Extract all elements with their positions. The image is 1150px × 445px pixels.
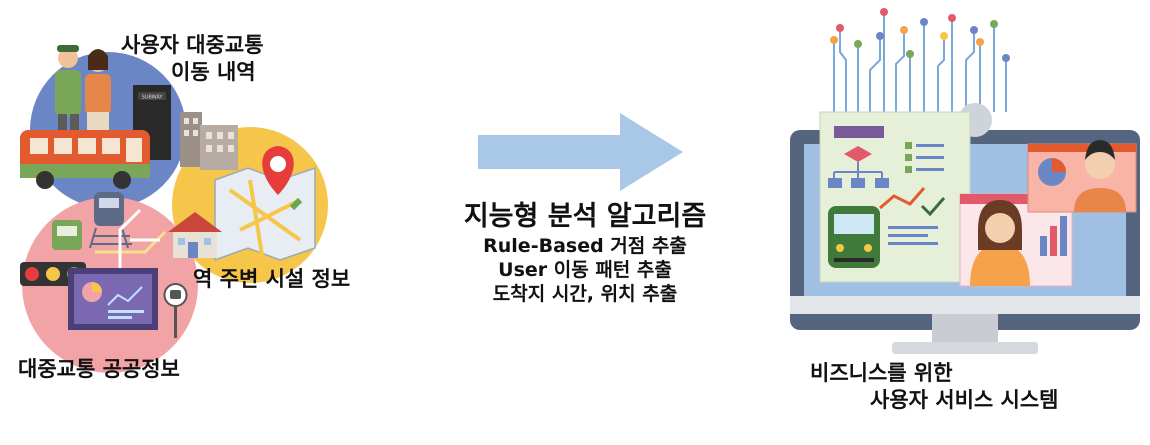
location-pin-icon: [262, 146, 294, 195]
label-user-transit-history: 사용자 대중교통 이동 내역: [121, 32, 264, 86]
algorithm-line-3: 도착지 시간, 위치 추출: [492, 283, 678, 305]
train-icon: [828, 206, 880, 268]
monitor-bezel: [790, 296, 1140, 314]
document-icon: [819, 103, 992, 283]
tram-icon: [52, 220, 82, 250]
label-line-1: 비즈니스를 위한: [810, 361, 953, 385]
label-line-1: 사용자 대중교통: [121, 33, 264, 57]
left-cluster: SUBWAY: [20, 45, 328, 373]
monitor-stand: [892, 342, 1038, 354]
subway-map-icon: [95, 208, 167, 270]
svg-text:SUBWAY: SUBWAY: [142, 95, 164, 101]
computer-illustration: [790, 8, 1140, 354]
label-station-facility-info: 역 주변 시설 정보: [193, 267, 351, 291]
circuit-nodes: [830, 8, 1010, 62]
algorithm-description: 지능형 분석 알고리즘 Rule-Based 거점 추출 User 이동 패턴 …: [420, 200, 750, 306]
bus-stop-sign-icon: [163, 283, 188, 338]
algorithm-line-2: User 이동 패턴 추출: [498, 259, 672, 281]
label-business-service-system: 비즈니스를 위한 사용자 서비스 시스템: [810, 360, 1059, 414]
flow-arrow: [478, 113, 683, 191]
man-avatar-card: [1027, 140, 1137, 213]
house-icon: [168, 212, 222, 258]
algorithm-line-1: Rule-Based 거점 추출: [483, 235, 687, 257]
algorithm-title: 지능형 분석 알고리즘: [463, 201, 707, 232]
buildings-icon: [180, 112, 238, 170]
data-monitor-icon: [68, 268, 158, 330]
map-icon: [214, 166, 316, 262]
label-public-transit-info: 대중교통 공공정보: [18, 357, 180, 381]
label-line-2: 사용자 서비스 시스템: [870, 388, 1059, 412]
people-icon: [55, 45, 111, 138]
circuit-lines-icon: [833, 12, 1007, 112]
label-line-2: 이동 내역: [171, 60, 256, 84]
bus-icon: [20, 130, 150, 189]
monitor-neck: [932, 314, 998, 346]
train-small-icon: [89, 192, 132, 249]
